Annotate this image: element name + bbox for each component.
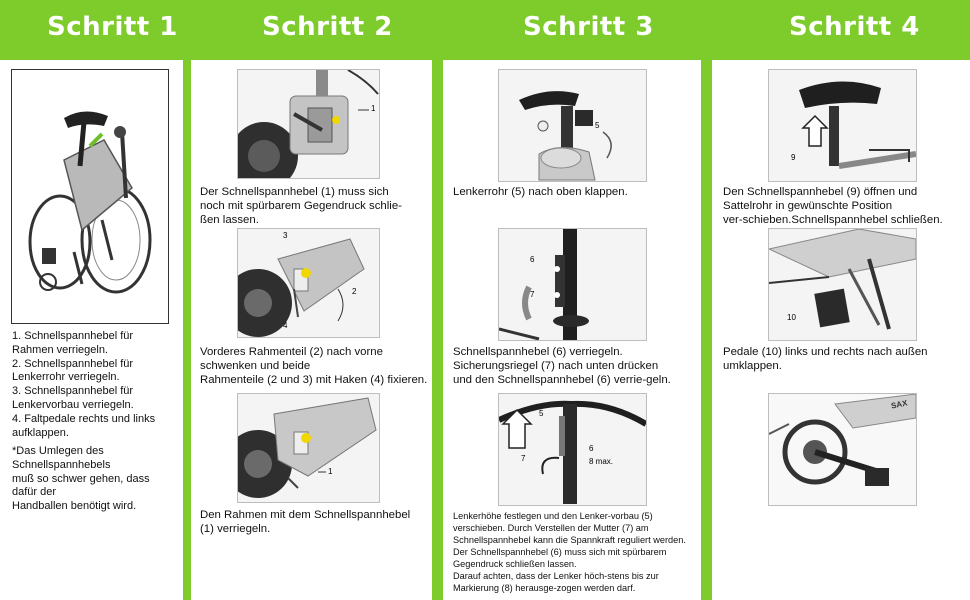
step-1-note-line: Schnellspannhebels bbox=[12, 458, 111, 471]
step-1-line: 4. Faltpedale rechts und links bbox=[12, 412, 156, 425]
step-2-text-c: Den Rahmen mit dem Schnellspannhebel (1)… bbox=[200, 508, 430, 536]
step-2-panel: 1 Der Schnellspannhebel (1) muss sich no… bbox=[191, 60, 432, 600]
crank-pedal-closeup: SAX bbox=[768, 393, 917, 506]
callout-label: 5 bbox=[539, 409, 544, 418]
handlebar-tube-closeup: 5 bbox=[498, 69, 647, 182]
step-1-note-line: *Das Umlegen des bbox=[12, 445, 104, 457]
step-3-text-line: Schnellspannhebel kann die Spannkraft re… bbox=[453, 535, 686, 545]
step-1-note: *Das Umlegen des Schnellspannhebels muß … bbox=[12, 445, 182, 514]
step-1-line: 1. Schnellspannhebel für bbox=[12, 330, 134, 342]
step-3-text-b: Schnellspannhebel (6) verriegeln. Sicher… bbox=[453, 345, 699, 387]
step-2-text-line: Vorderes Rahmenteil (2) nach vorne bbox=[200, 346, 383, 358]
callout-label: 4 bbox=[283, 321, 288, 330]
step-4-text-line: Den Schnellspannhebel (9) öffnen und bbox=[723, 186, 918, 198]
handlebar-height-closeup: 5 6 7 8 max. bbox=[498, 393, 647, 506]
step-1-note-line: muß so schwer gehen, dass bbox=[12, 472, 150, 485]
step-3-text-line: Markierung (8) herausge-zogen werden dar… bbox=[453, 583, 636, 593]
step-4-text-a: Den Schnellspannhebel (9) öffnen und Sat… bbox=[723, 185, 969, 227]
header-step-2: Schritt 2 bbox=[262, 12, 393, 42]
step-1-instructions: 1. Schnellspannhebel für Rahmen verriege… bbox=[12, 330, 182, 440]
step-3-text-line: verschieben. Durch Verstellen der Mutter… bbox=[453, 523, 649, 533]
step-3-text-line: Schnellspannhebel (6) verriegeln. bbox=[453, 346, 623, 358]
handlebar-lock-closeup: 6 7 bbox=[498, 228, 647, 341]
header-bar: Schritt 1 Schritt 2 Schritt 3 Schritt 4 bbox=[0, 0, 970, 60]
step-2-text-line: ßen lassen. bbox=[200, 214, 259, 226]
step-3-text-line: und den Schnellspannhebel (6) verrie-gel… bbox=[453, 374, 671, 386]
pedal-closeup: 10 bbox=[768, 228, 917, 341]
folded-bike-illustration bbox=[11, 69, 169, 324]
frame-hook-closeup: 3 2 4 bbox=[237, 228, 380, 338]
seat-post-closeup: 9 bbox=[768, 69, 917, 182]
step-3-text-line: Lenkerrohr (5) nach oben klappen. bbox=[453, 186, 628, 198]
step-3-text-a: Lenkerrohr (5) nach oben klappen. bbox=[453, 185, 693, 199]
step-2-text-line: Rahmenteile (2 und 3) mit Haken (4) fixi… bbox=[200, 374, 428, 386]
callout-label: 7 bbox=[530, 290, 535, 299]
step-3-text-line: Lenkerhöhe festlegen und den Lenker-vorb… bbox=[453, 511, 653, 521]
step-3-text-line: Darauf achten, dass der Lenker höch-sten… bbox=[453, 571, 659, 581]
step-3-panel: 5 Lenkerrohr (5) nach oben klappen. 6 7 … bbox=[443, 60, 701, 600]
header-step-1: Schritt 1 bbox=[47, 12, 178, 42]
callout-label: 6 bbox=[589, 444, 594, 453]
step-1-line: 2. Schnellspannhebel für bbox=[12, 357, 134, 370]
step-3-text-line: Der Schnellspannhebel (6) muss sich mit … bbox=[453, 547, 667, 557]
callout-label: 8 max. bbox=[589, 457, 614, 466]
callout-label: 6 bbox=[530, 255, 535, 264]
callout-label: 7 bbox=[521, 454, 526, 463]
step-4-text-line: umklappen. bbox=[723, 360, 782, 372]
step-1-line: Rahmen verriegeln. bbox=[12, 343, 108, 356]
step-3-text-line: Sicherungsriegel (7) nach unten drücken bbox=[453, 360, 659, 372]
step-1-line: Lenkervorbau verriegeln. bbox=[12, 398, 134, 411]
header-step-4: Schritt 4 bbox=[789, 12, 920, 42]
step-4-panel: 9 Den Schnellspannhebel (9) öffnen und S… bbox=[712, 60, 970, 600]
step-4-text-line: Pedale (10) links und rechts nach außen bbox=[723, 346, 928, 358]
frame-locked-closeup: 1 bbox=[237, 393, 380, 503]
callout-label: 1 bbox=[371, 104, 376, 113]
header-step-3: Schritt 3 bbox=[523, 12, 654, 42]
step-3-text-line: Gegendruck schließen lassen. bbox=[453, 559, 577, 569]
step-4-text-line: ver-schieben.Schnellspannhebel schließen… bbox=[723, 214, 943, 226]
step-2-text-line: Der Schnellspannhebel (1) muss sich bbox=[200, 186, 389, 198]
callout-label: 10 bbox=[787, 313, 796, 322]
folded-bike-drawing bbox=[28, 111, 152, 294]
callout-label: 2 bbox=[352, 287, 357, 296]
callout-label: 1 bbox=[328, 467, 333, 476]
callout-label: 5 bbox=[595, 121, 600, 130]
step-2-text-line: (1) verriegeln. bbox=[200, 523, 271, 535]
step-1-note-line: Handballen benötigt wird. bbox=[12, 500, 137, 513]
step-1-panel: 1. Schnellspannhebel für Rahmen verriege… bbox=[0, 60, 183, 600]
step-2-text-line: noch mit spürbarem Gegendruck schlie- bbox=[200, 200, 402, 212]
step-2-text-b: Vorderes Rahmenteil (2) nach vorne schwe… bbox=[200, 345, 432, 387]
step-1-line: aufklappen. bbox=[12, 426, 69, 439]
step-4-text-line: Sattelrohr in gewünschte Position bbox=[723, 200, 893, 212]
step-2-text-line: schwenken und beide bbox=[200, 360, 311, 372]
step-3-text-c: Lenkerhöhe festlegen und den Lenker-vorb… bbox=[453, 510, 699, 594]
step-4-text-b: Pedale (10) links und rechts nach außen … bbox=[723, 345, 969, 373]
callout-label: 9 bbox=[791, 153, 796, 162]
frame-lever-closeup: 1 bbox=[237, 69, 380, 179]
step-1-line: 3. Schnellspannhebel für bbox=[12, 385, 134, 398]
step-1-line: Lenkerrohr verriegeln. bbox=[12, 371, 120, 384]
step-2-text-a: Der Schnellspannhebel (1) muss sich noch… bbox=[200, 185, 430, 227]
step-2-text-line: Den Rahmen mit dem Schnellspannhebel bbox=[200, 509, 411, 521]
step-1-note-line: dafür der bbox=[12, 486, 57, 499]
callout-label: 3 bbox=[283, 231, 288, 240]
